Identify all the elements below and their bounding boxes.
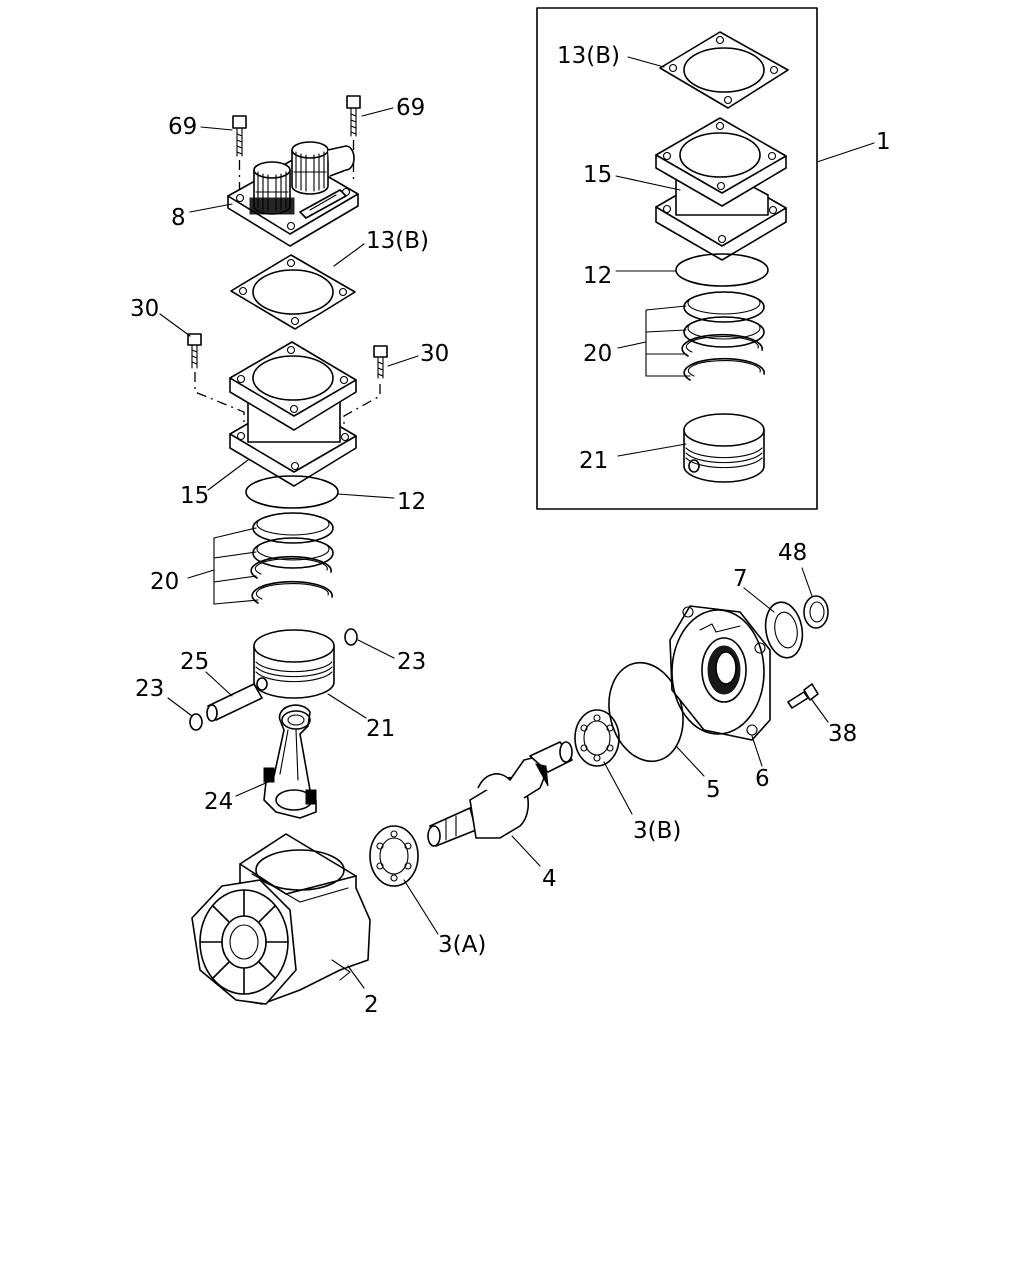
cylinder-head	[227, 141, 359, 247]
callout-3b: 3(B)	[633, 818, 681, 844]
leader-1	[816, 142, 875, 163]
callout-24: 24	[204, 789, 233, 815]
piston	[253, 629, 335, 699]
callout-48: 48	[778, 540, 807, 566]
circlip-left	[189, 713, 203, 731]
leader-15-inset	[615, 175, 681, 191]
callout-38: 38	[828, 721, 857, 747]
bolt-69-right	[346, 95, 361, 180]
callout-23-right: 23	[397, 649, 426, 675]
callout-30-left: 30	[130, 296, 159, 322]
bearing-cover	[669, 605, 771, 741]
bolt-30-left	[187, 333, 245, 440]
leader-20-inset	[617, 305, 691, 377]
leader-15-main	[207, 459, 249, 491]
o-ring	[245, 475, 339, 509]
seal-48	[803, 595, 829, 629]
callout-20-main: 20	[150, 569, 179, 595]
callout-3a: 3(A)	[438, 932, 486, 958]
kit-inset-frame	[536, 7, 818, 510]
callout-13b-inset: 13(B)	[557, 43, 620, 69]
leader-2	[347, 965, 365, 989]
leader-30-right	[387, 355, 419, 367]
callout-5: 5	[706, 777, 721, 803]
leader-38	[811, 699, 829, 723]
callout-6: 6	[755, 766, 770, 792]
callout-13b-main: 13(B)	[366, 228, 429, 254]
callout-20-inset: 20	[583, 341, 612, 367]
crankcase	[191, 833, 371, 1005]
inset-piston-rings	[681, 291, 765, 381]
callout-15-inset: 15	[583, 162, 612, 188]
bolt-38	[787, 683, 819, 709]
leader-6	[751, 735, 763, 767]
cylinder	[229, 341, 357, 487]
leader-12-main	[337, 493, 395, 499]
leader-24	[235, 781, 269, 797]
bolt-69-left	[232, 115, 247, 200]
leader-13b-inset	[627, 56, 665, 68]
inset-piston	[683, 413, 765, 483]
bolt-30-right	[343, 345, 388, 440]
leader-21-inset	[617, 443, 687, 457]
bearing-rear	[574, 709, 620, 767]
leader-23-left	[167, 697, 193, 717]
leader-48	[801, 567, 813, 597]
leader-4	[511, 835, 541, 867]
connecting-rod	[263, 704, 317, 819]
leader-30-left	[159, 313, 191, 337]
leader-69-right	[361, 107, 394, 117]
crankshaft	[427, 741, 573, 847]
callout-25: 25	[180, 649, 209, 675]
callout-21-inset: 21	[579, 448, 608, 474]
inset-cylinder	[655, 117, 787, 261]
leader-5	[675, 745, 705, 777]
callout-7: 7	[733, 566, 748, 592]
leader-23-right	[357, 639, 395, 659]
callout-69-left: 69	[168, 114, 197, 140]
callout-12-inset: 12	[583, 263, 612, 289]
piston-pin	[206, 683, 263, 722]
callout-15-main: 15	[180, 483, 209, 509]
leader-7	[743, 587, 775, 613]
leader-21-main	[327, 693, 367, 719]
leader-20-main	[187, 527, 259, 605]
callout-23-left: 23	[135, 676, 164, 702]
leader-8	[189, 203, 233, 213]
piston-rings	[250, 512, 334, 604]
cover-o-ring	[608, 661, 684, 763]
callout-4: 4	[542, 866, 557, 892]
bearing-front	[369, 825, 419, 887]
leader-3a	[403, 879, 439, 935]
callout-30-right: 30	[420, 341, 449, 367]
leader-25	[205, 671, 233, 697]
leader-3b	[603, 761, 633, 815]
callout-12-main: 12	[397, 489, 426, 515]
inset-gasket	[659, 31, 789, 109]
callout-1: 1	[876, 129, 891, 155]
callout-69-right: 69	[396, 95, 425, 121]
head-gasket	[230, 254, 356, 330]
circlip-right	[344, 628, 358, 646]
oil-seal	[764, 601, 804, 659]
inset-o-ring	[675, 253, 769, 287]
callout-2: 2	[364, 992, 379, 1018]
leader-13b-main	[333, 243, 365, 267]
callout-8: 8	[171, 205, 186, 231]
leader-69-left	[200, 126, 233, 131]
callout-21-main: 21	[366, 716, 395, 742]
